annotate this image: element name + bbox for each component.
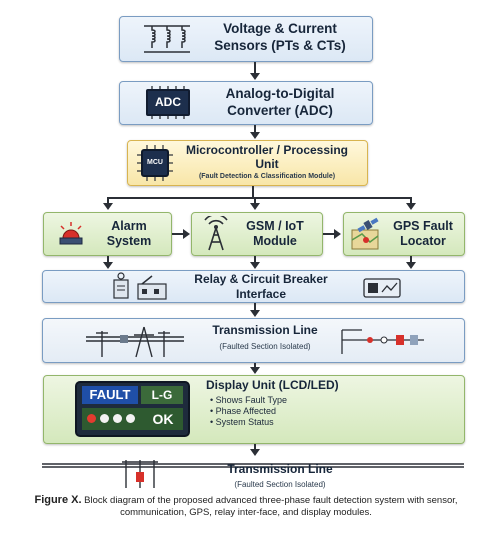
sensors-title: Voltage & Current <box>223 21 337 36</box>
adc-title: Analog-to-Digital <box>225 86 335 101</box>
sensors-subtitle: Sensors (PTs & CTs) <box>214 38 346 53</box>
arrow-to-gsm <box>250 197 260 210</box>
arrow-gsm-relay <box>250 256 260 269</box>
caption-text: Block diagram of the proposed advanced t… <box>84 495 458 518</box>
tline1-title: Transmission Line <box>212 323 318 337</box>
gps-title: GPS Fault <box>393 219 453 233</box>
arrow-to-alarm <box>103 197 113 210</box>
lcd-fault-type: L-G <box>141 386 183 404</box>
adc-chip-pins-icon <box>151 86 185 119</box>
arrow-alarm-gsm <box>172 229 190 239</box>
tline1-subtitle: (Faulted Section Isolated) <box>219 342 311 351</box>
relay-title: Relay & Circuit Breaker <box>194 272 328 286</box>
adc-chip-label: ADC <box>155 95 181 109</box>
indicator-led-4 <box>126 414 135 423</box>
mcu-chip-label: MCU <box>147 159 163 166</box>
lcd-fault-label: FAULT <box>82 386 138 404</box>
tline2-subtitle: (Faulted Section Isolated) <box>234 480 326 489</box>
sensor-coil-icon <box>144 25 190 53</box>
adc-subtitle: Converter (ADC) <box>227 103 333 118</box>
display-feature-list: Shows Fault Type Phase Affected System S… <box>210 395 410 428</box>
mcu-chip-icon <box>141 149 169 177</box>
alarm-title: Alarm <box>111 219 147 233</box>
alarm-title-line2: System <box>106 234 152 248</box>
gps-title-line2: Locator <box>400 234 446 248</box>
arrow-gsm-gps <box>323 229 341 239</box>
arrow-to-gps <box>406 197 416 210</box>
branch-connector-top <box>252 186 254 197</box>
indicator-led-2 <box>100 414 109 423</box>
mcu-note: (Fault Detection & Classification Module… <box>198 173 336 180</box>
alarm-siren-icon <box>59 222 83 245</box>
gsm-title: GSM / IoT <box>246 219 304 233</box>
arrow-alarm-relay <box>103 256 113 269</box>
mcu-title: Microcontroller / Processing <box>185 143 349 157</box>
arrow-gps-relay <box>406 256 416 269</box>
gps-satellite-map-icon <box>351 217 379 250</box>
relay-switch-icon <box>113 272 167 300</box>
isolated-section-icon <box>341 329 424 354</box>
display-feature-item: System Status <box>210 417 410 428</box>
arrow-sensors-adc <box>250 62 260 80</box>
gsm-title-line2: Module <box>253 234 297 248</box>
display-feature-item: Phase Affected <box>210 406 410 417</box>
breaker-panel-icon <box>363 278 401 298</box>
relay-title-line2: Interface <box>235 287 287 301</box>
indicator-led-3 <box>113 414 122 423</box>
transmission-line-2-icon <box>42 460 464 488</box>
caption-label: Figure X. <box>34 494 82 506</box>
display-feature-item: Shows Fault Type <box>210 395 410 406</box>
mcu-title-line2: Unit <box>255 157 279 171</box>
lcd-ok-label: OK <box>152 411 174 427</box>
mcu-chip-pins-icon <box>137 145 173 181</box>
arrow-tline-display <box>250 363 260 374</box>
arrow-relay-tline <box>250 303 260 317</box>
figure-caption: Figure X. Block diagram of the proposed … <box>16 494 476 519</box>
sensors-block <box>119 16 373 62</box>
arrow-display-tline2 <box>250 444 260 456</box>
transmission-tower-icon <box>86 326 184 358</box>
adc-chip-icon <box>146 89 190 116</box>
indicator-led-1 <box>87 414 96 423</box>
tline2-title: Transmission Line <box>227 462 333 476</box>
branch-bus <box>107 197 412 199</box>
display-title: Display Unit (LCD/LED) <box>206 378 339 392</box>
antenna-tower-icon <box>204 216 228 251</box>
gsm-block <box>191 212 323 256</box>
arrow-adc-mcu <box>250 125 260 139</box>
